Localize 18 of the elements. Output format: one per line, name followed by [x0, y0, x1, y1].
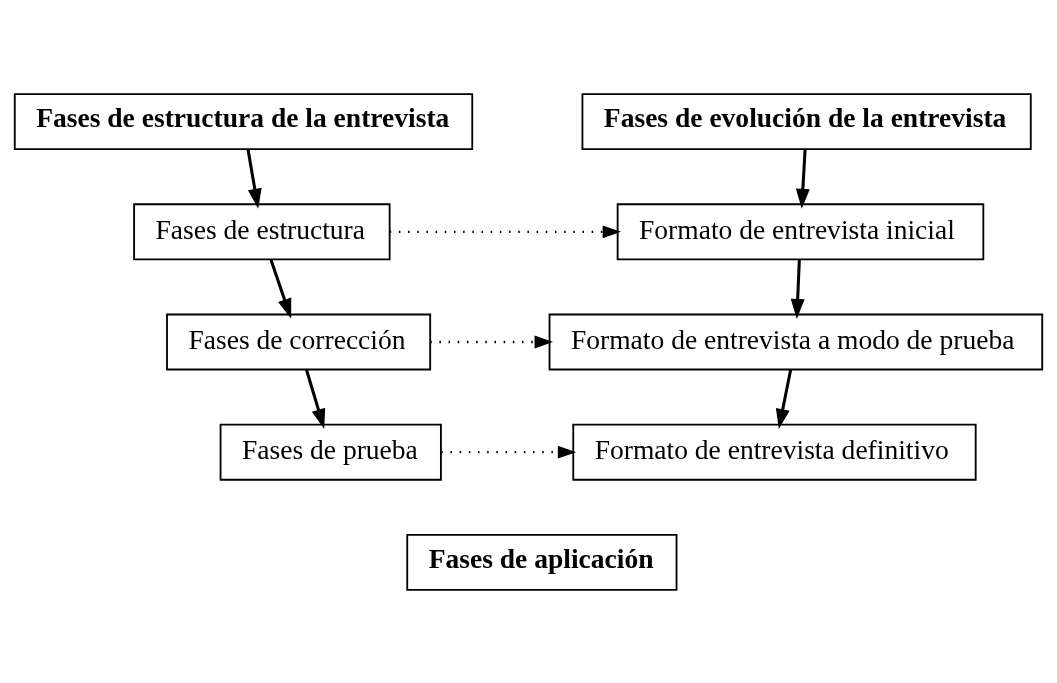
node-box: Fases de estructura	[133, 202, 391, 260]
arrow	[269, 258, 292, 319]
arrow	[305, 369, 326, 429]
node-box: Formato de entrevista a modo de prueba	[548, 313, 1044, 370]
node-box: Fases de evolución de la entrevista	[581, 92, 1032, 150]
arrow	[430, 335, 553, 348]
arrow	[790, 259, 805, 319]
node-box: Formato de entrevista inicial	[616, 202, 985, 260]
arrow	[795, 149, 810, 209]
arrow	[389, 224, 622, 238]
arrow	[246, 148, 262, 209]
arrow	[441, 445, 577, 459]
node-box: Fases de estructura de la entrevista	[13, 92, 474, 150]
node-box: Fases de aplicación	[406, 533, 678, 591]
node-box: Formato de entrevista definitivo	[572, 423, 977, 481]
node-box: Fases de prueba	[219, 423, 442, 481]
arrow	[775, 369, 793, 429]
node-box: Fases de corrección	[166, 313, 432, 370]
